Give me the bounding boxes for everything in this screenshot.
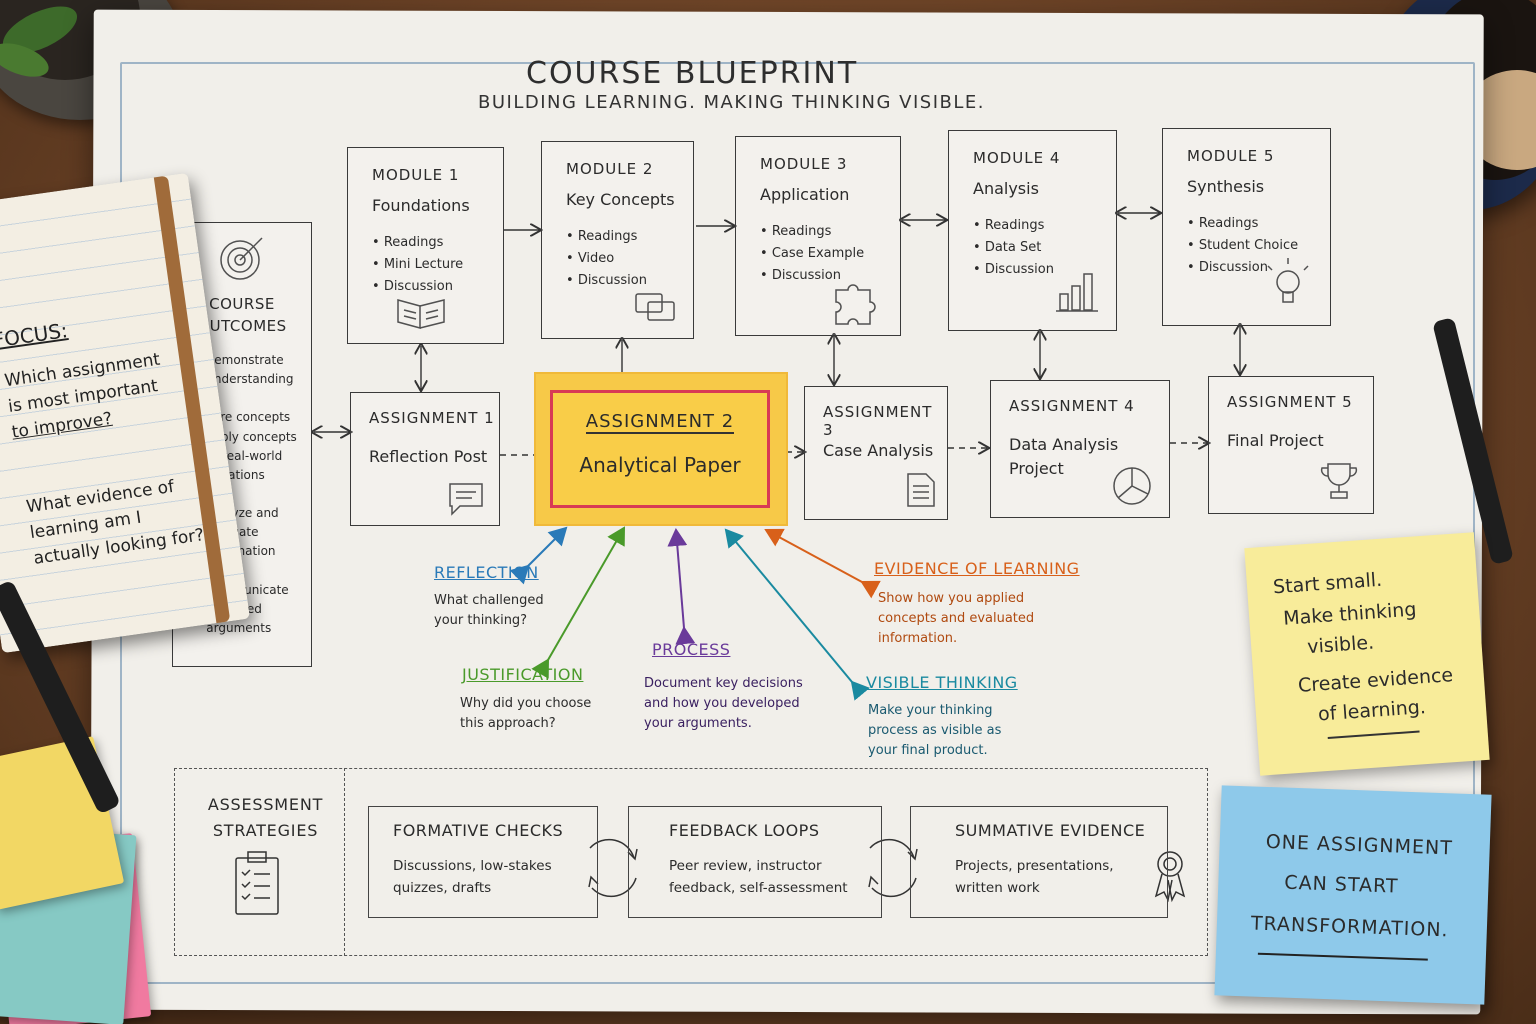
module-3-box: MODULE 3 Application Readings Case Examp…	[735, 136, 901, 336]
assignment-label: ASSIGNMENT 4	[1009, 397, 1135, 415]
module-label: MODULE 2	[566, 160, 654, 178]
notebook-focus: FOCUS:	[0, 318, 70, 353]
strategy-heading: SUMMATIVE EVIDENCE	[955, 821, 1146, 840]
pie-chart-icon	[1113, 467, 1151, 505]
comment-icon	[449, 483, 483, 516]
module-name: Key Concepts	[566, 190, 675, 209]
assignment-1-box: ASSIGNMENT 1 Reflection Post	[350, 392, 500, 526]
module-items: Readings Data Set Discussion	[973, 215, 1054, 281]
underline-stroke	[1327, 730, 1420, 739]
visible-thinking-heading: VISIBLE THINKING	[866, 673, 1018, 692]
process-heading: PROCESS	[652, 640, 731, 659]
clipboard-icon	[235, 851, 279, 915]
assignment-name: Reflection Post	[369, 447, 488, 466]
module-name: Application	[760, 185, 850, 204]
assignment-5-box: ASSIGNMENT 5 Final Project	[1208, 376, 1374, 514]
book-icon	[397, 299, 445, 329]
evidence-heading: EVIDENCE OF LEARNING	[874, 559, 1080, 578]
strategy-heading: FORMATIVE CHECKS	[393, 821, 564, 840]
sticky-note-yellow: Start small. Make thinking visible. Crea…	[1244, 532, 1490, 776]
assessment-heading: ASSESSMENT STRATEGIES	[207, 795, 324, 840]
assignment-label: ASSIGNMENT 1	[369, 409, 495, 427]
module-items: Readings Mini Lecture Discussion	[372, 232, 463, 298]
bar-chart-icon	[1056, 273, 1098, 312]
formative-checks-box: FORMATIVE CHECKS Discussions, low-stakes…	[368, 806, 598, 918]
module-label: MODULE 4	[973, 149, 1061, 167]
outcomes-heading: COURSE OUTCOMES	[197, 295, 287, 335]
module-items: Readings Case Example Discussion	[760, 221, 864, 287]
strategy-text: Projects, presentations,written work	[955, 858, 1114, 896]
assignment-name: Data Analysis Project	[1009, 435, 1119, 478]
sticky-note-blue: ONE ASSIGNMENT CAN START TRANSFORMATION.	[1214, 785, 1492, 1005]
trophy-icon	[1320, 463, 1358, 499]
strategy-heading: FEEDBACK LOOPS	[669, 821, 820, 840]
assignment-2-highlight: ASSIGNMENT 2 Analytical Paper	[536, 374, 786, 524]
assignment-name: Analytical Paper	[579, 453, 741, 477]
assignment-label: ASSIGNMENT 2	[585, 411, 735, 434]
cycle-arrows-icon	[868, 838, 918, 898]
module-name: Analysis	[973, 179, 1039, 198]
module-name: Foundations	[372, 196, 470, 215]
module-label: MODULE 5	[1187, 147, 1275, 165]
cycle-arrows-icon	[588, 838, 638, 898]
module-items: Readings Student Choice Discussion	[1187, 213, 1298, 279]
assessment-strategies-box	[174, 768, 1208, 956]
module-2-box: MODULE 2 Key Concepts Readings Video Dis…	[541, 141, 694, 339]
module-5-box: MODULE 5 Synthesis Readings Student Choi…	[1162, 128, 1331, 326]
assignment-4-box: ASSIGNMENT 4 Data Analysis Project	[990, 380, 1170, 518]
module-4-box: MODULE 4 Analysis Readings Data Set Disc…	[948, 130, 1117, 331]
page-subtitle: BUILDING LEARNING. MAKING THINKING VISIB…	[478, 92, 985, 113]
outcome-item: Demonstrate understanding of core concep…	[191, 351, 306, 427]
underline-stroke	[1257, 952, 1428, 961]
module-items: Readings Video Discussion	[566, 226, 647, 292]
justification-heading: JUSTIFICATION	[462, 665, 584, 684]
page-title: COURSE BLUEPRINT	[526, 56, 859, 91]
assignment-3-box: ASSIGNMENT 3 Case Analysis	[804, 386, 948, 520]
chat-bubbles-icon	[635, 293, 675, 321]
module-1-box: MODULE 1 Foundations Readings Mini Lectu…	[347, 147, 504, 344]
target-icon	[220, 237, 263, 280]
assignment-name: Case Analysis	[823, 441, 934, 460]
assignment-2-box: ASSIGNMENT 2 Analytical Paper	[550, 390, 770, 508]
plant-leaves-icon	[0, 6, 78, 77]
module-label: MODULE 1	[372, 166, 460, 184]
award-ribbon-icon	[1154, 851, 1186, 903]
assignment-name: Final Project	[1227, 431, 1324, 450]
assignment-label: ASSIGNMENT 5	[1227, 393, 1353, 411]
summative-evidence-box: SUMMATIVE EVIDENCE Projects, presentatio…	[910, 806, 1168, 918]
assessment-divider	[344, 768, 345, 956]
assignment-label: ASSIGNMENT 3	[823, 403, 933, 439]
reflection-heading: REFLECTION	[434, 563, 539, 582]
module-name: Synthesis	[1187, 177, 1265, 196]
module-label: MODULE 3	[760, 155, 848, 173]
document-icon	[907, 473, 935, 507]
